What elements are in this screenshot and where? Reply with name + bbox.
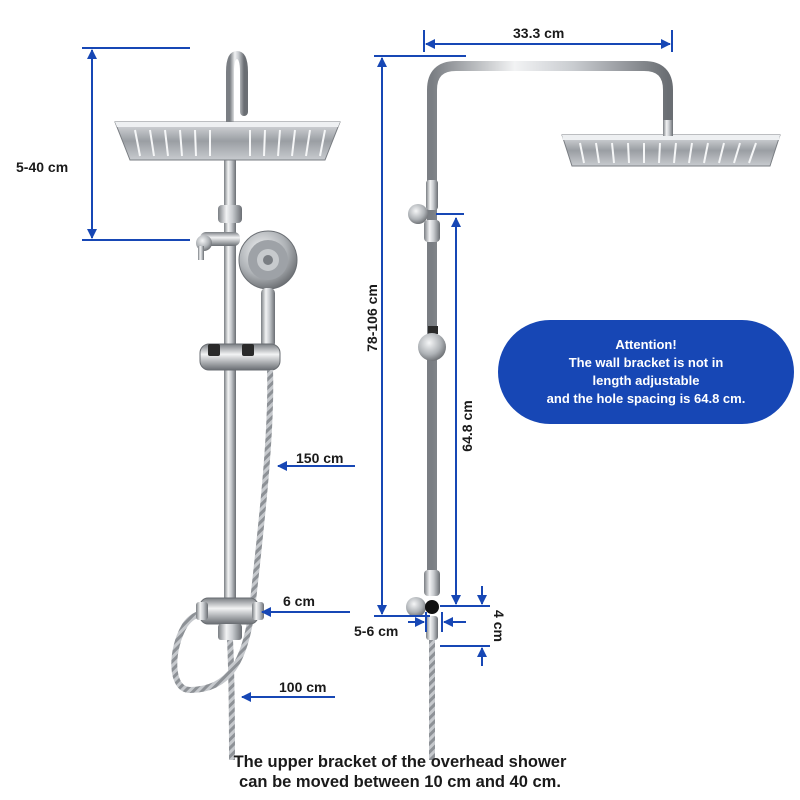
callout-line-1: The wall bracket is not in: [568, 355, 724, 370]
side-view-shower: [406, 61, 781, 760]
callout-line-3: and the hole spacing is 64.8 cm.: [546, 391, 746, 406]
label-loop-hose-length: 100 cm: [279, 679, 326, 695]
label-mixer-width: 6 cm: [283, 593, 315, 609]
caption-line-2: can be moved between 10 cm and 40 cm.: [239, 773, 561, 791]
callout-line-2: length adjustable: [592, 373, 700, 388]
callout-title: Attention!: [615, 337, 677, 352]
label-hose-length: 150 cm: [296, 450, 343, 466]
caption: The upper bracket of the overhead shower…: [0, 752, 800, 792]
label-total-height: 78-106 cm: [364, 284, 380, 352]
label-bracket-height: 4 cm: [491, 610, 507, 642]
dimension-lines: [82, 30, 673, 702]
mixer-valve: [199, 597, 259, 625]
caption-line-1: The upper bracket of the overhead shower: [233, 753, 567, 771]
attention-callout: Attention! The wall bracket is not in le…: [498, 320, 794, 424]
front-view-shower: [114, 50, 341, 761]
label-small-offset: 5-6 cm: [354, 623, 398, 639]
shower-hose: [171, 369, 274, 694]
label-hole-spacing: 64.8 cm: [459, 400, 475, 451]
label-upper-bracket-range: 5-40 cm: [16, 159, 68, 175]
holder-knob: [418, 333, 446, 361]
label-arm-length: 33.3 cm: [513, 25, 564, 41]
